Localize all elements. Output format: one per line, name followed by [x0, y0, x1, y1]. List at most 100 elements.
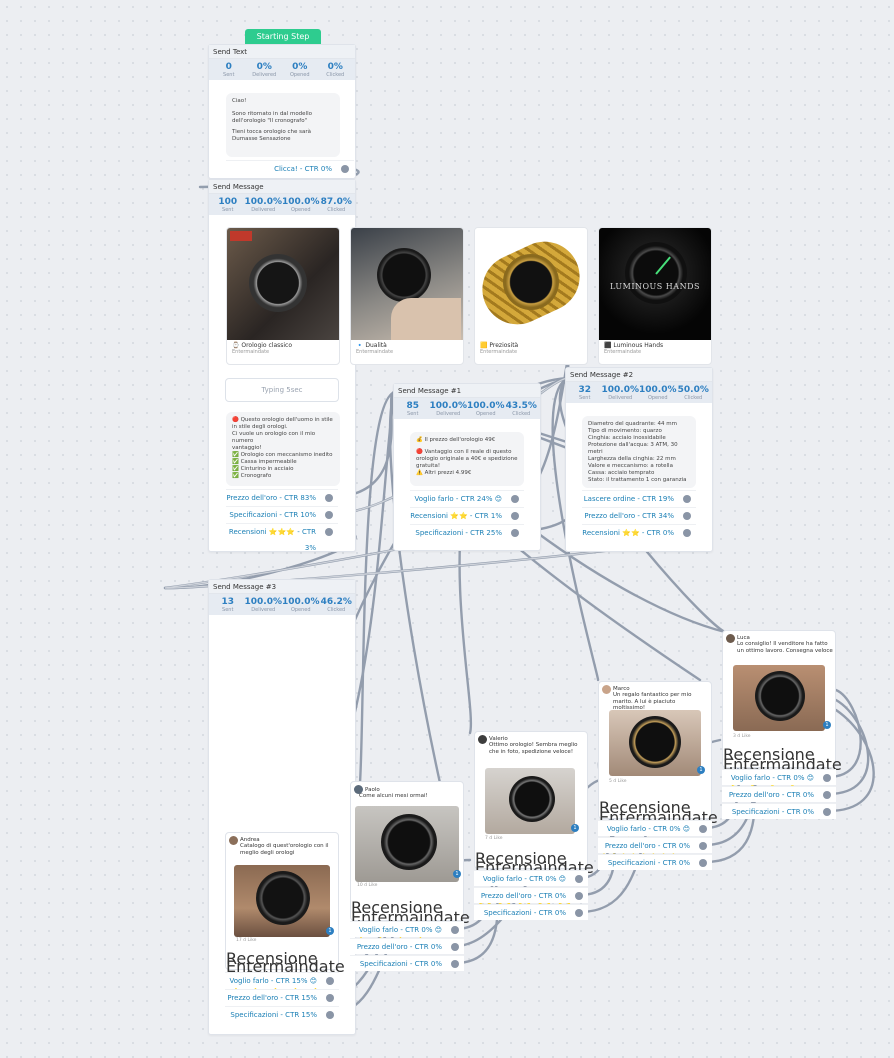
- watch-face: [249, 254, 307, 312]
- watch-face: [625, 242, 687, 304]
- product-card-duality[interactable]: 🔹 Dualità Entermaindate: [350, 227, 464, 365]
- button-voglio-farlo[interactable]: Voglio farlo - CTR 0% 😊: [350, 921, 464, 937]
- connector-dot[interactable]: [699, 859, 707, 867]
- avatar: [726, 634, 735, 643]
- review-card-valerio[interactable]: Valerio Ottimo orologio! Sembra meglio c…: [474, 731, 594, 906]
- connector-dot[interactable]: [451, 926, 459, 934]
- connector-dot[interactable]: [326, 977, 334, 985]
- button-recensioni[interactable]: Recensioni ⭐⭐ - CTR 1%: [410, 507, 524, 523]
- button-recensioni[interactable]: Recensioni ⭐⭐ - CTR 0%: [582, 524, 696, 540]
- avatar: [229, 836, 238, 845]
- button-prezzo[interactable]: Prezzo dell'oro - CTR 15%: [225, 989, 339, 1005]
- review-card-luca[interactable]: Luca Lo consiglio! Il venditore ha fatto…: [722, 630, 842, 802]
- connector-dot[interactable]: [823, 808, 831, 816]
- review-card-marco[interactable]: Marco Un regalo fantastico per mio marit…: [598, 681, 718, 855]
- button-specificazioni[interactable]: Specificazioni - CTR 10%: [226, 506, 338, 522]
- button-voglio-farlo[interactable]: Voglio farlo - CTR 0% 😊: [474, 870, 588, 886]
- connector-dot[interactable]: [511, 495, 519, 503]
- button-voglio-farlo[interactable]: Voglio farlo - CTR 15% 😊: [225, 972, 339, 988]
- luminous-label: LUMINOUS HANDS: [610, 282, 700, 291]
- button-specificazioni[interactable]: Specificazioni - CTR 0%: [722, 803, 836, 819]
- product-card-luminous[interactable]: LUMINOUS HANDS ⬛ Luminous Hands Entermai…: [598, 227, 712, 365]
- node-title: Send Message #3: [209, 580, 355, 594]
- button-voglio-farlo[interactable]: Voglio farlo - CTR 0% 😊: [598, 820, 712, 836]
- typing-delay[interactable]: Typing 5sec: [225, 378, 339, 402]
- connector-dot[interactable]: [341, 165, 349, 173]
- stat-opened: 100.0%Opened: [467, 401, 505, 417]
- connector-dot[interactable]: [326, 1011, 334, 1019]
- connector-dot[interactable]: [575, 875, 583, 883]
- connector-dot[interactable]: [575, 892, 583, 900]
- connector-dot[interactable]: [451, 960, 459, 968]
- message-bubble: 💰 Il prezzo dell'orologio 49€ 🔴 Vantaggi…: [410, 432, 524, 486]
- chat-badge-icon: 1: [697, 766, 705, 774]
- chat-badge-icon: 1: [823, 721, 831, 729]
- connector-dot[interactable]: [699, 842, 707, 850]
- button-recensioni[interactable]: Recensioni ⭐⭐⭐ - CTR 3%: [226, 523, 338, 552]
- node-title: Send Message #1: [394, 384, 540, 398]
- button-prezzo[interactable]: Prezzo dell'oro - CTR 0%: [722, 786, 836, 802]
- button-lascere-ordine[interactable]: Lascere ordine - CTR 19% 😊: [582, 490, 696, 519]
- watch-face: [503, 254, 559, 310]
- stat-clicked: 46.2%Clicked: [320, 597, 352, 613]
- button-prezzo[interactable]: Prezzo dell'oro - CTR 34%: [582, 507, 696, 523]
- connector-dot[interactable]: [823, 774, 831, 782]
- chat-badge-icon: 1: [571, 824, 579, 832]
- watch-photo: [227, 228, 339, 340]
- stat-opened: 0%Opened: [289, 62, 310, 78]
- watch-face: [377, 248, 431, 302]
- review-photo: [485, 768, 575, 834]
- connector-dot[interactable]: [325, 511, 333, 519]
- button-specificazioni[interactable]: Specificazioni - CTR 0%: [598, 854, 712, 870]
- watch-photo: [475, 228, 587, 340]
- connector-dot[interactable]: [325, 528, 333, 536]
- connector-dot[interactable]: [683, 495, 691, 503]
- button-specificazioni[interactable]: Specificazioni - CTR 0%: [350, 955, 464, 971]
- button-voglio-farlo[interactable]: Voglio farlo - CTR 0% 😊: [722, 769, 836, 785]
- watch-face: [509, 776, 555, 822]
- product-card-classic[interactable]: ⌚ Orologio classico Entermaindate: [226, 227, 340, 365]
- button-clicca[interactable]: Clicca! - CTR 0%: [226, 160, 354, 176]
- connector-dot[interactable]: [683, 529, 691, 537]
- connector-dot[interactable]: [511, 512, 519, 520]
- product-card-gold[interactable]: 🟨 Preziosità Entermaindate: [474, 227, 588, 365]
- connector-dot[interactable]: [575, 909, 583, 917]
- node-title: Send Text: [209, 45, 355, 59]
- like-text: 10 d Like: [357, 883, 378, 888]
- connector-dot[interactable]: [683, 512, 691, 520]
- connector-dot[interactable]: [511, 529, 519, 537]
- button-prezzo[interactable]: Prezzo dell'oro - CTR 0%: [474, 887, 588, 903]
- button-prezzo[interactable]: Prezzo dell'oro - CTR 0%: [350, 938, 464, 954]
- button-specificazioni[interactable]: Specificazioni - CTR 25%: [410, 524, 524, 540]
- connector-dot[interactable]: [325, 494, 333, 502]
- avatar: [354, 785, 363, 794]
- review-photo: [733, 665, 825, 731]
- chat-badge-icon: 1: [453, 870, 461, 878]
- watch-face: [629, 716, 681, 768]
- stat-delivered: 100.0%Delivered: [601, 385, 640, 401]
- review-card-paolo[interactable]: Paolo Come alcuni mesi ormai! 1 10 d Lik…: [350, 781, 470, 955]
- connector-dot[interactable]: [823, 791, 831, 799]
- connector-dot[interactable]: [699, 825, 707, 833]
- button-voglio-farlo[interactable]: Voglio farlo - CTR 24% 😊: [410, 490, 524, 506]
- starting-step-badge: Starting Step: [245, 29, 321, 44]
- connector-dot[interactable]: [451, 943, 459, 951]
- button-prezzo[interactable]: Prezzo dell'oro - CTR 0%: [598, 837, 712, 853]
- stat-clicked: 87.0%Clicked: [320, 197, 352, 213]
- button-specificazioni[interactable]: Specificazioni - CTR 15%: [225, 1006, 339, 1022]
- button-prezzo[interactable]: Prezzo dell'oro - CTR 83%: [226, 489, 338, 505]
- stat-clicked: 43.5%Clicked: [505, 401, 537, 417]
- watch-photo: [351, 228, 463, 340]
- review-card-andrea[interactable]: Andrea Catalogo di quest'orologio con il…: [225, 832, 345, 1006]
- connector-dot[interactable]: [326, 994, 334, 1002]
- button-specificazioni[interactable]: Specificazioni - CTR 0%: [474, 904, 588, 920]
